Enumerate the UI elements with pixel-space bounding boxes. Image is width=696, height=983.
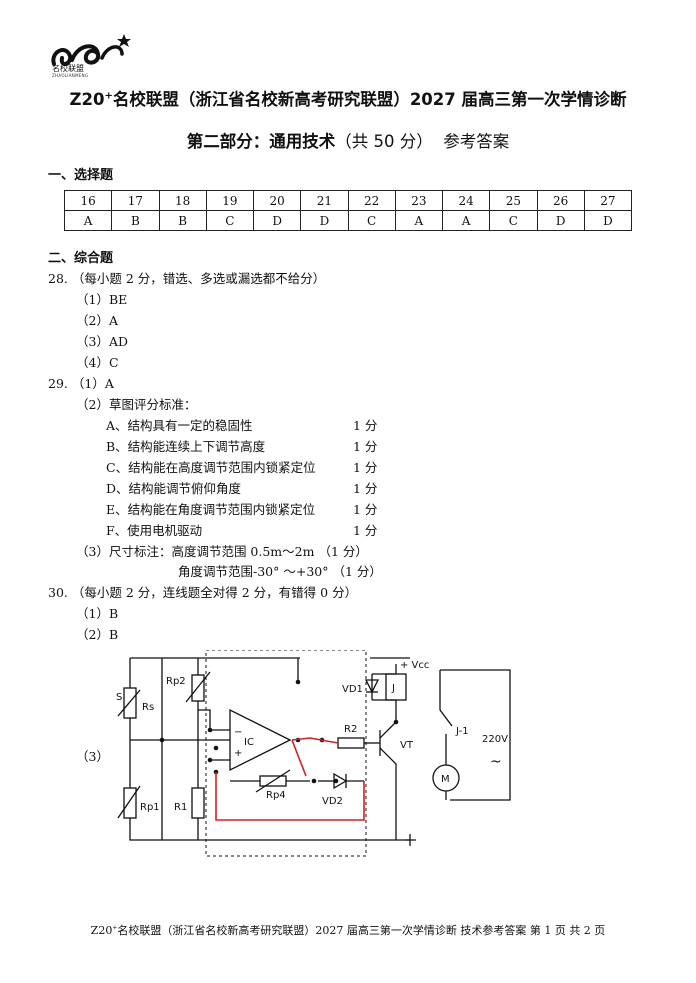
table-cell: 18 [158,190,207,211]
label-vd1: VD1 [342,684,363,695]
label-s: S [116,692,122,703]
circuit-diagram: S Rs Rp2 Rp1 R1 IC − + Rp4 VD2 R2 VT VD1… [116,650,511,857]
label-rp2: Rp2 [166,676,186,687]
question-30-answer-1: （1）B [76,606,119,621]
question-29-answer-3: （3）尺寸标注：高度调节范围 0.5m～2m （1 分） [76,544,368,559]
label-ac: ~ [490,754,502,770]
question-29-answer-1: 29. （1）A [48,376,114,391]
page-subtitle: 第二部分：通用技术（共 50 分） 参考答案 [186,132,510,151]
table-cell: A [394,210,444,231]
section-heading-choice: 一、选择题 [48,168,114,183]
table-cell: 23 [394,190,444,211]
logo-sub: ZHAOLIANMENG [52,73,89,78]
label-r2: R2 [344,724,357,735]
table-cell: 25 [489,190,538,211]
label-vcc: + Vcc [400,660,429,671]
logo-name: 名校联盟 [52,64,84,73]
table-cell: 20 [252,190,302,211]
label-ic: IC [244,737,254,748]
table-cell: D [536,210,585,231]
question-28-answer-3: （3）AD [76,334,129,349]
label-vd2: VD2 [322,796,343,807]
section-heading-comprehensive: 二、综合题 [48,251,114,266]
label-vt: VT [400,740,414,751]
table-row-answers: A B B C D D C A A C D D [63,210,633,231]
page-title: Z20+名校联盟（浙江省名校新高考研究联盟）2027 届高三第一次学情诊断 [69,90,627,109]
question-28-answer-2: （2）A [76,313,118,328]
label-minus: − [234,727,242,738]
answer-table: 16 17 18 19 20 21 22 23 24 25 26 27 A B … [63,190,633,231]
table-cell: D [252,210,302,231]
table-row-numbers: 16 17 18 19 20 21 22 23 24 25 26 27 [63,190,633,211]
question-30-answer-3: （3） [76,749,109,764]
question-28-answer-1: （1）BE [76,292,128,307]
question-30-answer-2: （2）B [76,627,119,642]
table-cell: 24 [441,190,491,211]
label-220v: 220V [482,734,508,745]
label-rp1: Rp1 [140,802,160,813]
answer-wires [215,737,365,821]
table-cell: A [441,210,491,231]
page-footer: Z20+名校联盟（浙江省名校新高考研究联盟）2027 届高三第一次学情诊断 技术… [90,924,606,937]
table-cell: 16 [63,190,113,211]
table-cell: C [347,210,396,231]
question-29-answer-2: （2）草图评分标准： [76,397,197,412]
table-cell: D [583,210,633,231]
label-j: J [391,683,395,694]
table-cell: D [300,210,349,231]
logo-icon [51,34,131,66]
table-cell: A [63,210,113,231]
label-plus: + [234,748,242,759]
table-cell: 22 [347,190,396,211]
question-29-answer-3-angle: 角度调节范围-30° ～+30° （1 分） [178,564,382,579]
table-cell: B [158,210,207,231]
table-cell: 26 [536,190,585,211]
label-j1: J-1 [455,726,469,737]
question-28-answer-4: （4）C [76,355,119,370]
question-28-note: 28. （每小题 2 分，错选、多选或漏选都不给分） [48,271,326,286]
label-rp4: Rp4 [266,790,286,801]
table-cell: B [111,210,160,231]
table-cell: C [489,210,538,231]
table-cell: C [205,210,255,231]
table-cell: 17 [111,190,160,211]
label-r1: R1 [174,802,187,813]
label-motor: M [441,774,450,785]
table-cell: 21 [300,190,349,211]
label-rs: Rs [142,702,154,713]
question-30-note: 30. （每小题 2 分，连线题全对得 2 分，有错得 0 分） [48,585,358,600]
table-cell: 19 [205,190,255,211]
table-cell: 27 [583,190,633,211]
